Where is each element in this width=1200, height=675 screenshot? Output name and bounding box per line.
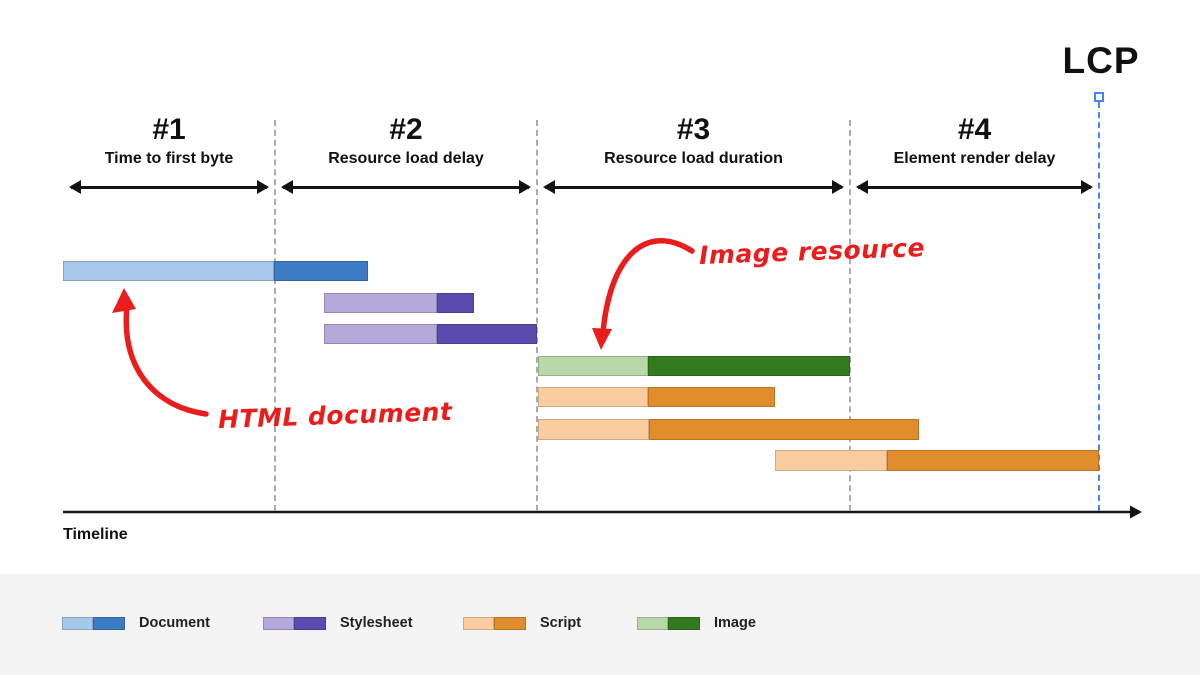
phase-label: Time to first byte	[104, 150, 234, 167]
document-swatch-dark	[93, 617, 125, 630]
script-swatch	[463, 617, 526, 630]
phase-number: #2	[389, 113, 423, 146]
phase-separator-line	[274, 120, 276, 511]
phase-label: Resource load delay	[328, 150, 484, 167]
image-resource-annotation: Image resource	[698, 233, 926, 270]
image-resource-arrowhead	[592, 328, 612, 350]
document-duration-segment	[274, 261, 368, 281]
phase-number: #4	[957, 113, 992, 146]
stylesheet-swatch-light	[263, 617, 294, 630]
phase-number: #1	[152, 113, 186, 146]
legend-label: Script	[540, 615, 582, 631]
script-delay-segment	[538, 387, 648, 407]
bar-script	[775, 450, 1099, 471]
script-duration-segment	[649, 419, 919, 440]
phase-span-arrow	[69, 181, 269, 193]
bar-document	[63, 261, 368, 281]
legend-label: Stylesheet	[340, 615, 413, 631]
stylesheet-duration-segment	[437, 324, 537, 344]
stylesheet-swatch	[263, 617, 326, 630]
image-swatch-dark	[668, 617, 700, 630]
stylesheet-delay-segment	[324, 293, 437, 313]
stylesheet-delay-segment	[324, 324, 437, 344]
image-swatch	[637, 617, 700, 630]
legend-label: Image	[714, 615, 756, 631]
legend-label: Document	[139, 615, 210, 631]
stylesheet-duration-segment	[437, 293, 474, 313]
lcp-pin-icon	[1093, 92, 1104, 102]
image-resource-arrow	[600, 238, 695, 335]
phase-separator-line	[536, 120, 538, 511]
bar-stylesheet	[324, 324, 537, 344]
document-swatch-light	[62, 617, 93, 630]
script-duration-segment	[887, 450, 1099, 471]
script-delay-segment	[538, 419, 649, 440]
bar-image	[538, 356, 850, 376]
script-swatch-light	[463, 617, 494, 630]
document-delay-segment	[63, 261, 274, 281]
phase-span-arrow	[281, 181, 531, 193]
script-duration-segment	[648, 387, 775, 407]
image-duration-segment	[648, 356, 850, 376]
html-document-annotation: HTML document	[217, 396, 453, 435]
phase-label: Element render delay	[893, 150, 1056, 167]
phase-label: Resource load duration	[604, 150, 783, 167]
legend-strip	[0, 574, 1200, 675]
script-swatch-dark	[494, 617, 526, 630]
html-document-arrow	[123, 303, 209, 417]
image-delay-segment	[538, 356, 648, 376]
phase-number: #3	[676, 113, 711, 146]
page-title: LCP	[1062, 40, 1140, 81]
phase-span-arrow	[856, 181, 1093, 193]
document-swatch	[62, 617, 125, 630]
lcp-marker-line	[1098, 102, 1100, 511]
html-document-arrowhead	[112, 288, 136, 313]
bar-script	[538, 387, 775, 407]
bar-script	[538, 419, 919, 440]
phase-separator-line	[849, 120, 851, 511]
timeline-axis-arrowhead	[1130, 505, 1142, 519]
script-delay-segment	[775, 450, 887, 471]
bar-stylesheet	[324, 293, 474, 313]
image-swatch-light	[637, 617, 668, 630]
timeline-axis-label: Timeline	[63, 526, 128, 543]
stylesheet-swatch-dark	[294, 617, 326, 630]
phase-span-arrow	[543, 181, 844, 193]
